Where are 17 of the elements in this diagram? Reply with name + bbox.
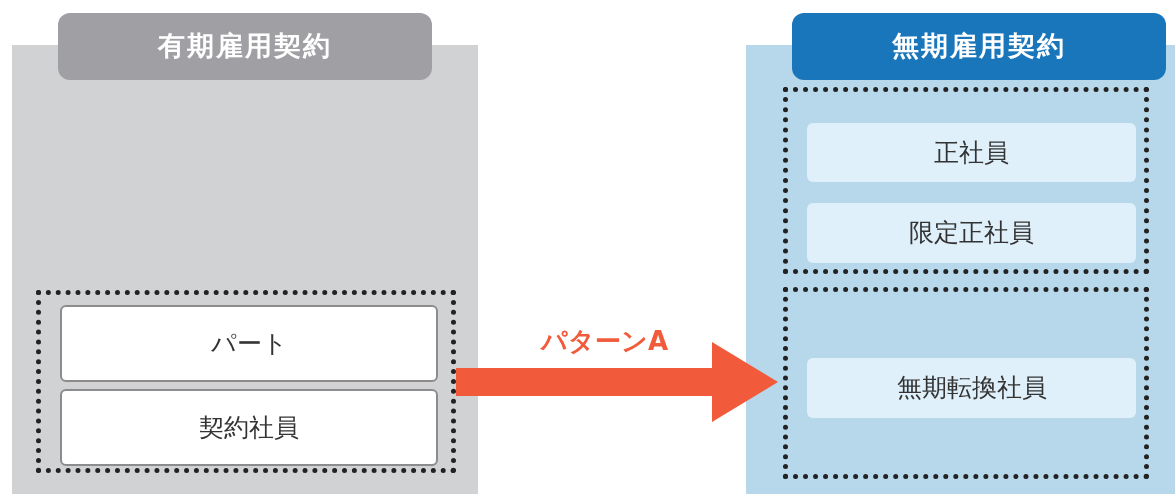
panel-title: 有期雇用契約 [58, 13, 432, 80]
dotted-group [783, 287, 1149, 479]
panel-title: 無期雇用契約 [792, 13, 1166, 80]
item-label: 正社員 [934, 136, 1009, 169]
label-box [807, 123, 1136, 182]
dotted-group [36, 290, 456, 473]
arrow [456, 342, 778, 422]
item-label: 無期転換社員 [896, 372, 1047, 405]
item-label: 限定正社員 [909, 217, 1034, 250]
label-box [807, 203, 1136, 263]
label-box [60, 389, 438, 466]
dotted-group [783, 87, 1149, 274]
label-box [60, 305, 438, 382]
item-label: 契約社員 [199, 411, 299, 444]
label-box [807, 358, 1136, 418]
item-label: パート [210, 327, 288, 360]
edge-label: パターンA [540, 325, 669, 358]
